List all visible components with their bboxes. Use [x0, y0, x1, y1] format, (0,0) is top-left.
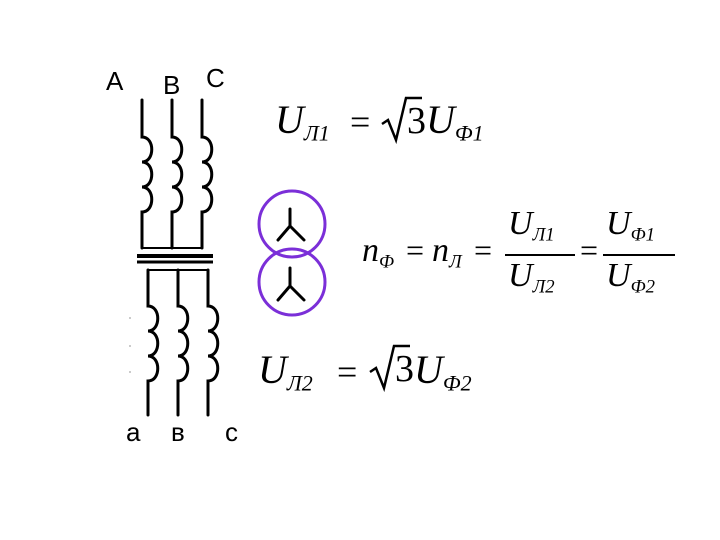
terminal-label-b: в: [171, 417, 185, 447]
primary-winding-b: [170, 98, 184, 250]
primary-winding-a: [140, 98, 154, 250]
fraction-bar-line: [505, 254, 575, 256]
secondary-connection-circle: [257, 247, 327, 317]
secondary-star-icon: [276, 266, 306, 302]
secondary-winding-b: [176, 268, 190, 417]
sqrt-sign-2: [369, 344, 410, 392]
terminal-label-c: c: [225, 417, 238, 447]
terminal-label-B: B: [163, 70, 181, 100]
terminal-label-A: A: [106, 66, 124, 96]
primary-winding-c: [200, 98, 214, 250]
primary-star-icon: [276, 207, 306, 242]
primary-connection-circle: [257, 189, 327, 259]
secondary-winding-a: [146, 268, 160, 417]
terminal-label-C: C: [206, 63, 225, 93]
sqrt-sign: [381, 96, 422, 144]
secondary-winding-c: [206, 268, 220, 417]
terminal-label-a: a: [126, 417, 141, 447]
fraction-bar-phase: [603, 254, 675, 256]
